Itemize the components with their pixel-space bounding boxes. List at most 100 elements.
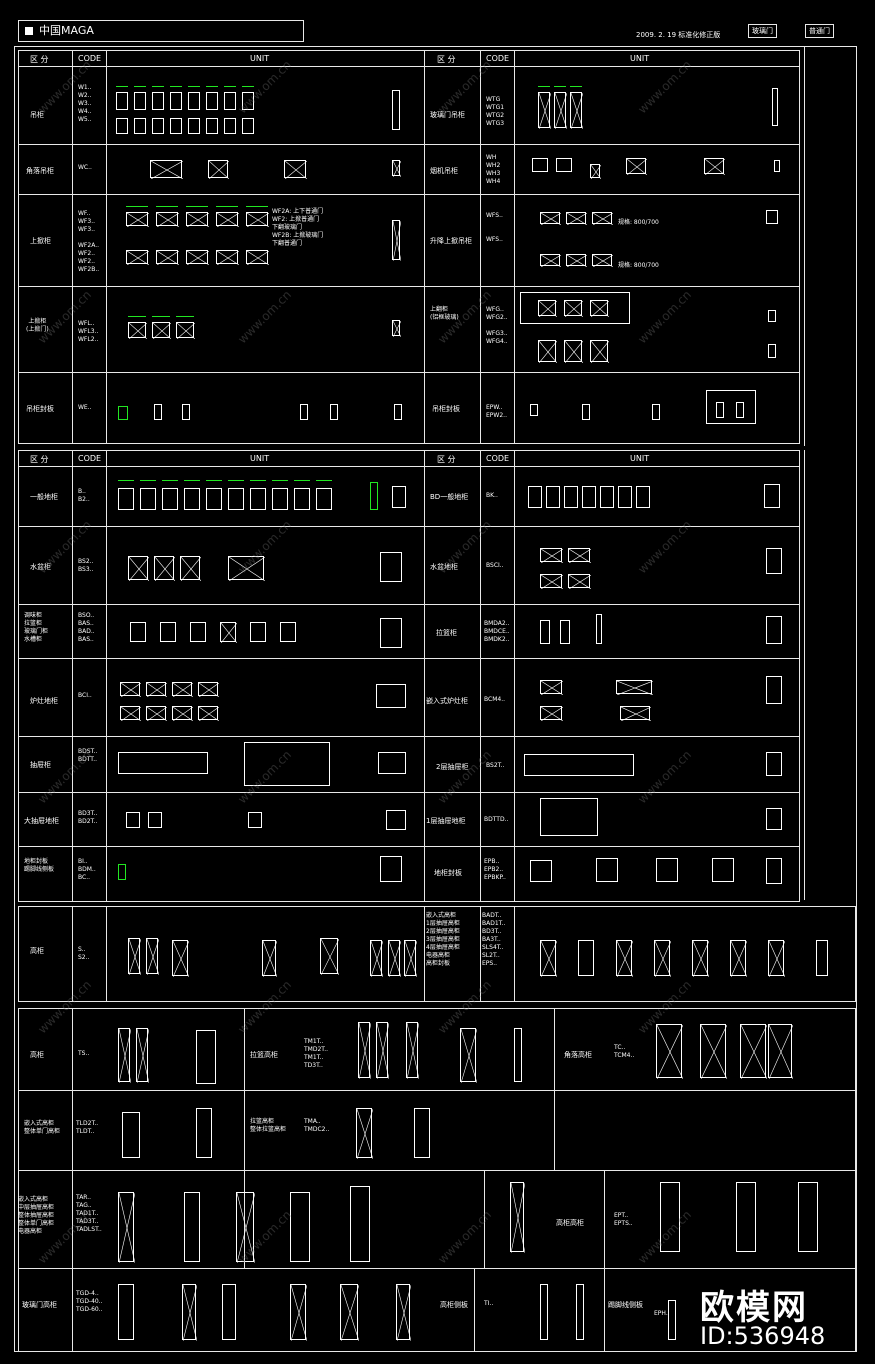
cabinet-glyph: [118, 1192, 135, 1263]
s2-right-name-4: 2层抽屉柜: [436, 763, 469, 771]
cabinet-glyph: [764, 484, 780, 508]
cabinet-glyph: [242, 92, 254, 110]
dimension-line: [216, 206, 238, 213]
s2-right-codes-1: BSCI..: [486, 562, 504, 569]
cabinet-glyph: [250, 622, 266, 642]
section4-frame: [18, 1008, 856, 1352]
cabinet-glyph: [736, 1182, 756, 1252]
s4-mid-name-0: 拉篮高柜: [250, 1051, 278, 1059]
cabinet-glyph: [414, 1108, 430, 1158]
cabinet-glyph: [568, 574, 591, 589]
section1-frame: [18, 50, 800, 444]
cabinet-glyph: [134, 92, 146, 110]
cabinet-glyph: [766, 210, 778, 224]
cabinet-glyph: [520, 292, 630, 324]
brand-id: ID:536948: [700, 1322, 826, 1350]
cabinet-glyph: [170, 118, 182, 134]
cabinet-glyph: [532, 158, 548, 172]
cabinet-glyph: [772, 88, 778, 126]
cabinet-glyph: [590, 340, 609, 363]
cabinet-glyph: [186, 250, 209, 265]
cabinet-glyph: [596, 858, 618, 882]
s4-mid-codes-0: TM1T.. TMD2T.. TM1T.. TD3T..: [304, 1038, 329, 1069]
cabinet-glyph: [206, 488, 222, 510]
s1-right-name-2: 升降上掀吊柜: [430, 237, 472, 245]
cabinet-glyph: [380, 618, 402, 648]
cabinet-glyph: [196, 1030, 216, 1084]
cabinet-glyph: [592, 254, 613, 267]
s1-right-codes-3: WFG.. WFG2.. WFG3.. WFG4..: [486, 306, 508, 345]
cabinet-glyph: [152, 322, 171, 339]
cabinet-glyph: [590, 164, 601, 179]
cabinet-glyph: [660, 1182, 680, 1252]
dimension-line: [170, 86, 182, 93]
cabinet-glyph: [182, 404, 190, 420]
cabinet-glyph: [206, 92, 218, 110]
cabinet-glyph: [122, 1112, 140, 1158]
s2-header-code-1: CODE: [78, 454, 102, 463]
cabinet-glyph: [154, 404, 162, 420]
cabinet-glyph: [162, 488, 178, 510]
s2-right-name-5: 1层抽屉地柜: [426, 817, 466, 825]
cabinet-glyph: [380, 856, 402, 882]
s1-right-codes-1: WH WH2 WH3 WH4: [486, 154, 501, 185]
revision-text: 2009. 2. 19 标准化修正版: [636, 31, 721, 39]
s3-mid-codes: BADT.. BAD1T.. BD3T.. BA3T.. SLS4T.. SL2…: [482, 912, 506, 967]
cabinet-glyph: [376, 684, 406, 708]
cabinet-glyph: [540, 1284, 548, 1340]
s2-left-name-5: 大抽屉地柜: [24, 817, 59, 825]
cabinet-glyph: [380, 552, 402, 582]
cabinet-glyph: [146, 706, 167, 721]
dimension-line: [126, 206, 148, 213]
cabinet-glyph: [566, 254, 587, 267]
cabinet-glyph: [140, 488, 156, 510]
cabinet-glyph: [376, 1022, 389, 1079]
s1-left-codes-3: WFL.. WFL3.. WFL2..: [78, 320, 99, 343]
cabinet-glyph: [530, 404, 538, 416]
cabinet-glyph: [130, 622, 146, 642]
cabinet-glyph: [220, 622, 237, 643]
cabinet-glyph: [546, 486, 560, 508]
section2-frame: [18, 450, 800, 902]
cabinet-glyph: [528, 486, 542, 508]
cabinet-glyph: [730, 940, 747, 977]
s1-right-codes-0: WTG WTG1 WTG2 WTG3: [486, 96, 505, 127]
cabinet-glyph: [118, 752, 208, 774]
cabinet-glyph: [652, 404, 660, 420]
cabinet-glyph: [316, 488, 332, 510]
dimension-line: [176, 316, 194, 323]
cabinet-glyph: [148, 812, 162, 828]
cabinet-glyph: [116, 118, 128, 134]
cabinet-glyph: [704, 158, 725, 175]
header-unit-1: UNIT: [250, 54, 270, 63]
legend-normal-door: 普通门: [805, 24, 834, 38]
cabinet-glyph: [740, 1024, 767, 1079]
cabinet-glyph: [766, 548, 782, 574]
cabinet-glyph: [128, 322, 147, 339]
s1-right-codes-2: WFS.. WFS..: [486, 212, 503, 243]
cabinet-glyph: [590, 300, 609, 317]
cabinet-glyph: [768, 1024, 793, 1079]
cabinet-glyph: [156, 250, 179, 265]
cabinet-glyph: [582, 486, 596, 508]
s4-left-name-0: 高柜: [30, 1051, 44, 1059]
wfs-range-note-2: 规格: 800/700: [618, 262, 659, 269]
cabinet-glyph: [538, 340, 557, 363]
cabinet-glyph: [370, 940, 383, 977]
dimension-line: [242, 86, 254, 93]
cabinet-glyph: [198, 706, 219, 721]
cabinet-glyph: [358, 1022, 371, 1079]
dimension-line: [134, 86, 146, 93]
s1-right-name-3: 上翻柜 (铝框玻璃): [430, 306, 459, 321]
cabinet-glyph: [538, 300, 557, 317]
cabinet-glyph: [540, 798, 598, 836]
cabinet-glyph: [576, 1284, 584, 1340]
s2-right-codes-0: BK..: [486, 492, 498, 499]
cabinet-glyph: [564, 300, 583, 317]
cabinet-glyph: [350, 1186, 370, 1262]
cabinet-glyph: [180, 556, 201, 581]
cabinet-glyph: [540, 548, 563, 563]
s4-right-codes-0: TC.. TCM4..: [614, 1044, 635, 1059]
cabinet-glyph: [154, 556, 175, 581]
s1-right-name-1: 烟机吊柜: [430, 167, 458, 175]
